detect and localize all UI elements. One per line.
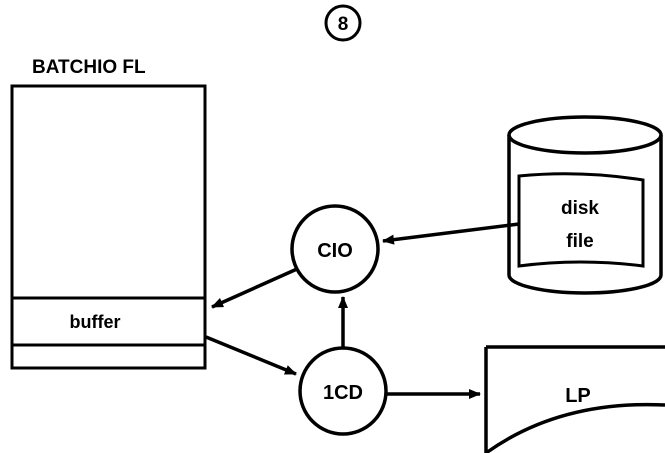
buffer-label: buffer <box>70 312 121 332</box>
page-number-circle <box>324 4 362 42</box>
line-printer: LP <box>484 345 665 453</box>
arrow-cio-to-buffer <box>211 267 298 309</box>
page-number: 8 <box>338 14 349 35</box>
icd-label: 1CD <box>323 382 363 404</box>
disk-file: disk file <box>507 115 663 295</box>
disk-label-line1: disk <box>561 198 599 219</box>
batchio-file-box <box>10 84 207 370</box>
disk-label-panel <box>517 172 645 268</box>
arrow-disk-to-cio <box>382 222 520 245</box>
line-printer-shape <box>484 345 665 453</box>
cio-label: CIO <box>317 240 353 262</box>
line-printer-label: LP <box>565 385 591 407</box>
arrow-buffer-to-icd <box>205 335 297 376</box>
batchio-file-title: BATCHIO FL <box>32 57 146 78</box>
batchio-file: BATCHIO FL buffer <box>10 57 207 370</box>
cio-circle <box>290 204 380 294</box>
disk-cylinder-top <box>507 115 663 155</box>
icd-node: 1CD <box>298 346 388 436</box>
page-number-badge: 8 <box>324 4 362 42</box>
disk-label-line2: file <box>566 231 593 252</box>
disk-cylinder-body <box>507 135 663 295</box>
cio-node: CIO <box>290 204 380 294</box>
